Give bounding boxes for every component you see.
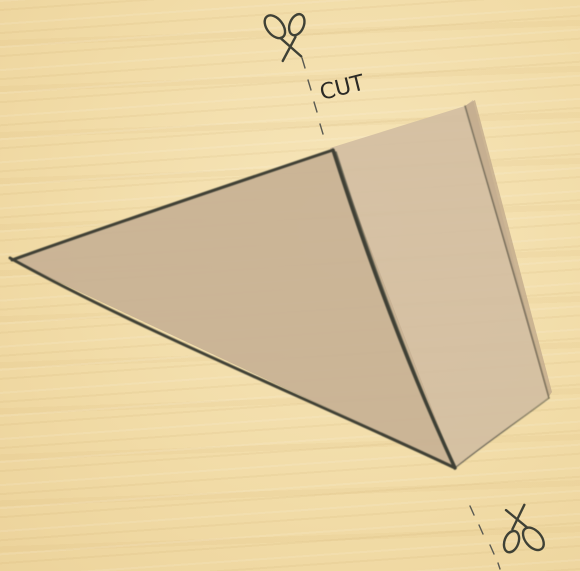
- scissors-icon: [259, 7, 313, 63]
- cut-line-top: [302, 58, 323, 134]
- scissors-icon: [494, 502, 549, 560]
- cut-label: CUT: [317, 71, 367, 106]
- cut-line-bottom: [470, 506, 500, 569]
